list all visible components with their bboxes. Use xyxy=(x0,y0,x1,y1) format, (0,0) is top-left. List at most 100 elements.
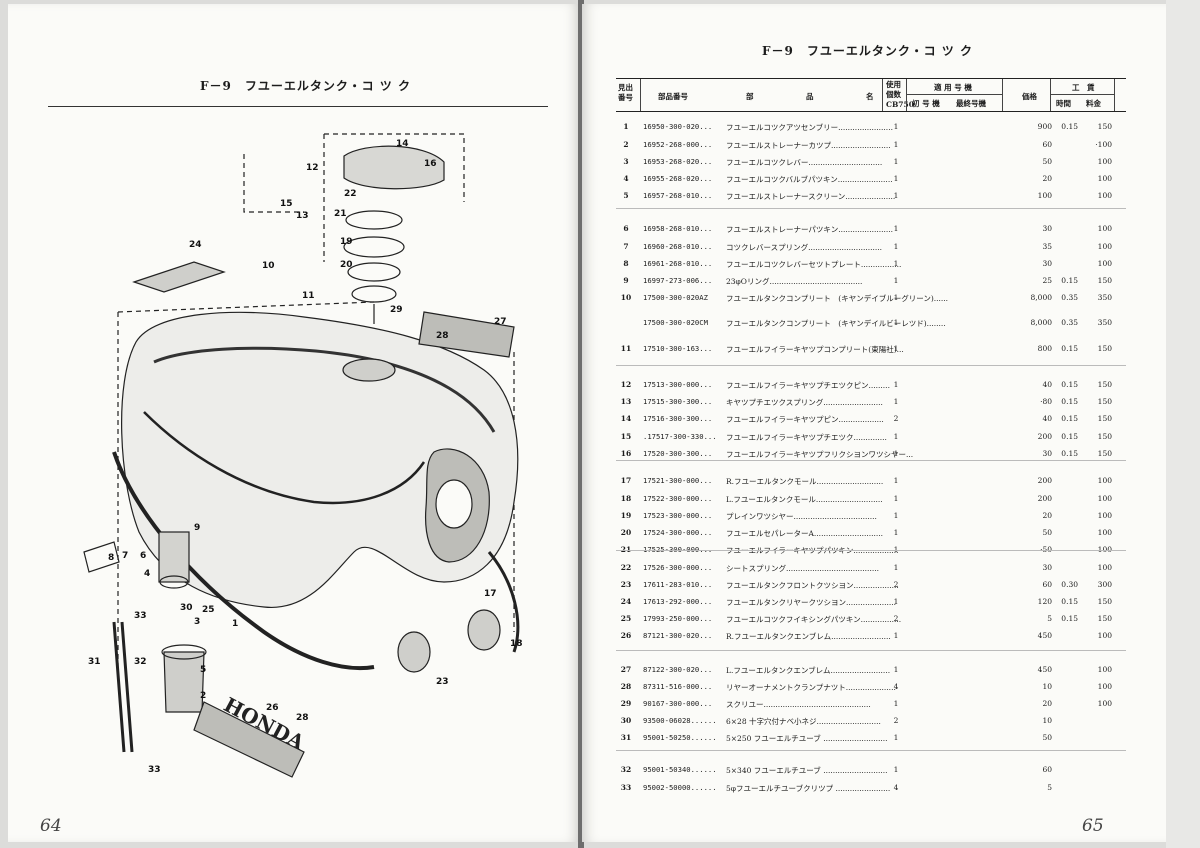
cell-part: 17520-300-300... xyxy=(643,449,713,458)
cell-no: 31 xyxy=(620,733,632,742)
cell-name: シートスプリング................................… xyxy=(726,564,879,573)
cell-qty: 1 xyxy=(893,665,899,674)
group-separator xyxy=(616,365,1126,366)
header-divider xyxy=(1002,79,1003,111)
right-section-title: F－9 フユーエルタンク・コ ツ ク xyxy=(762,44,973,58)
cell-price: 40 xyxy=(1042,414,1052,423)
cell-qty: 1 xyxy=(893,293,899,302)
cell-qty: 1 xyxy=(893,224,899,233)
cell-qty: 1 xyxy=(893,242,899,251)
cell-fee: 100 xyxy=(1097,563,1112,572)
cell-name: フユーエルコツクフイキシングパツキン................. xyxy=(726,615,902,624)
callout-33: 33 xyxy=(134,611,147,621)
cell-name: フユーエルセパレーターA............................… xyxy=(726,529,884,538)
cell-fee: 100 xyxy=(1097,511,1112,520)
cell-qty: 4 xyxy=(893,682,899,691)
cell-time: 0.15 xyxy=(1061,449,1078,458)
cell-name: 5×250 フユーエルチユーブ ........................… xyxy=(726,734,888,743)
cell-part: 87122-300-020... xyxy=(643,665,713,674)
cell-price: 800 xyxy=(1037,344,1052,353)
cell-part: 16997-273-006... xyxy=(643,276,713,285)
cell-part: 95002-50000...... xyxy=(643,783,717,792)
cell-price: 30 xyxy=(1042,224,1052,233)
cell-part: 95001-50340...... xyxy=(643,765,717,774)
callout-8: 8 xyxy=(108,553,114,563)
cell-part: 17521-300-000... xyxy=(643,476,713,485)
callout-2: 2 xyxy=(200,691,206,701)
cell-name: キヤツプチエツクスプリング......................... xyxy=(726,398,883,407)
cell-fee: 100 xyxy=(1097,528,1112,537)
header-divider xyxy=(640,79,641,111)
cell-qty: 1 xyxy=(893,528,899,537)
callout-6: 6 xyxy=(140,551,146,561)
cell-fee: 150 xyxy=(1097,414,1112,423)
header-name-1: 部 xyxy=(746,92,754,101)
callout-15: 15 xyxy=(280,199,293,209)
header-last: 最終号機 xyxy=(956,99,986,108)
callout-32: 32 xyxy=(134,657,147,667)
header-fee: 料金 xyxy=(1086,99,1101,108)
cell-name: 6×28 十字穴付ナベ小ネジ..........................… xyxy=(726,717,881,726)
group-separator xyxy=(616,750,1126,751)
right-page-number: 65 xyxy=(1082,816,1104,836)
exploded-parts-diagram: 12 13 14 15 16 17 22 21 19 20 29 24 10 1… xyxy=(83,133,523,778)
cell-no: 25 xyxy=(620,614,632,623)
cell-name: フユーエルストレーナースクリーン..................... xyxy=(726,192,896,201)
cell-qty: 1 xyxy=(893,449,899,458)
cell-time: 0.15 xyxy=(1061,380,1078,389)
callout-28: 28 xyxy=(436,331,449,341)
cell-price: 60 xyxy=(1042,765,1052,774)
cell-price: 30 xyxy=(1042,259,1052,268)
cell-price: 25 xyxy=(1042,276,1052,285)
callout-20: 20 xyxy=(340,260,353,270)
header-divider xyxy=(1050,94,1114,95)
cell-fee: 150 xyxy=(1097,597,1112,606)
header-labor: 工 賃 xyxy=(1072,83,1095,92)
cell-no: 33 xyxy=(620,783,632,792)
cell-qty: 1 xyxy=(893,318,899,327)
cell-fee: 100 xyxy=(1097,631,1112,640)
callout-27: 27 xyxy=(494,317,507,327)
cell-price: 200 xyxy=(1037,494,1052,503)
header-part-no: 部品番号 xyxy=(658,92,688,101)
cell-part: 16960-268-010... xyxy=(643,242,713,251)
cell-qty: 1 xyxy=(893,122,899,131)
cell-no: 20 xyxy=(620,528,632,537)
cell-no: 22 xyxy=(620,563,632,572)
cell-fee: 150 xyxy=(1097,380,1112,389)
cell-price: 50 xyxy=(1042,157,1052,166)
cell-no: 27 xyxy=(620,665,632,674)
cell-part: .17517-300-330... xyxy=(643,432,717,441)
cell-price: 20 xyxy=(1042,174,1052,183)
cell-no: 12 xyxy=(620,380,632,389)
cell-name: フユーエルコツクレバーセツトプレート................. xyxy=(726,260,902,269)
cell-no: 29 xyxy=(620,699,632,708)
callout-23: 23 xyxy=(436,677,449,687)
cell-part: 17525-300-000... xyxy=(643,545,713,554)
cell-part: 17611-283-010... xyxy=(643,580,713,589)
page-edge xyxy=(1166,0,1200,848)
header-name-2: 品 xyxy=(806,92,814,101)
cell-qty: 1 xyxy=(893,276,899,285)
cell-no: 9 xyxy=(623,276,629,285)
header-models: 適 用 号 機 xyxy=(934,83,972,92)
cell-qty: 1 xyxy=(893,157,899,166)
cell-part: 17500-300-020AZ xyxy=(643,293,708,302)
callout-19: 19 xyxy=(340,237,353,247)
cell-qty: 1 xyxy=(893,344,899,353)
callout-10: 10 xyxy=(262,261,275,271)
cell-fee: 100 xyxy=(1097,224,1112,233)
cell-name: フユーエルコツクアツセンブリー....................... xyxy=(726,123,893,132)
